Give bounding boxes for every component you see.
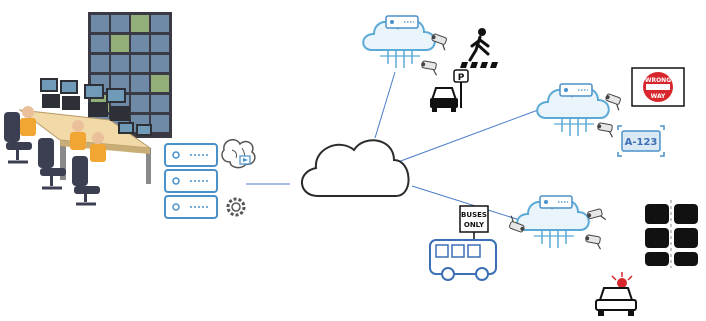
wrong-way-sign-icon: WRONG WAY [631,67,685,107]
edge-node-traffic [516,195,590,249]
network-links [246,71,539,223]
buses-only-sign-icon: BUSES ONLY [459,205,489,240]
link-cloud-crosswalk-node [374,71,396,139]
edge-node-crosswalk [362,15,436,69]
plate-text: A-123 [625,137,658,148]
license-plate-icon: A-123 [617,125,665,157]
emergency-vehicle-icon [595,272,637,316]
operator-figures [20,106,106,162]
operator-desks [18,78,152,184]
bus-icon [429,239,497,281]
wrong-way-text-1: WRONG [645,77,671,84]
link-cloud-traffic-node [411,185,527,223]
parking-sign-text: P [458,73,465,83]
central-cloud-icon [301,139,410,197]
gear-icon [226,197,246,217]
parking-car-icon: P [430,69,469,112]
camera-icon [595,121,616,138]
wrong-way-text-2: WAY [651,93,666,100]
control-room-illustration [4,12,172,206]
server-stack-icon [164,143,218,219]
ai-brain-icon [221,139,256,169]
traffic-jam-icon [645,200,698,268]
buses-text-2: ONLY [464,221,485,229]
link-cloud-wrongway-node [397,109,539,163]
buses-text-1: BUSES [461,211,487,219]
office-chairs [4,112,100,206]
pedestrian-crossing-icon [460,28,498,68]
camera-icon [583,233,604,250]
camera-icon [419,59,440,76]
